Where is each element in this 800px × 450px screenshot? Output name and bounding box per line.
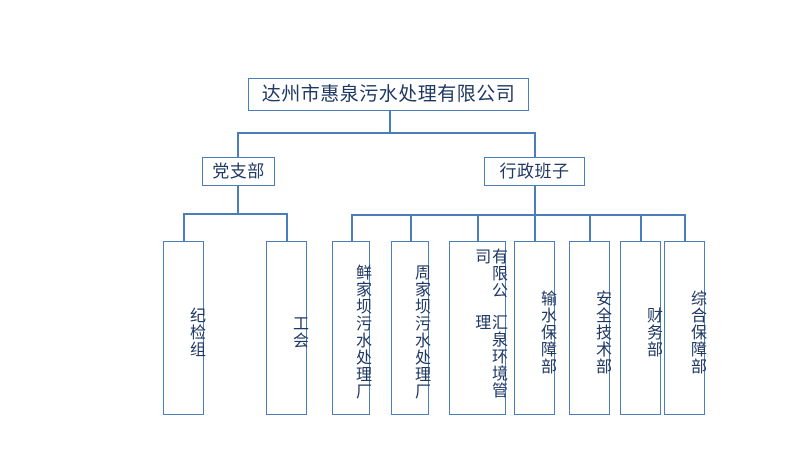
node-general-support-dept[interactable]: 综合保障部: [664, 241, 705, 415]
node-finance-dept[interactable]: 财务部: [620, 241, 661, 415]
node-xianjiaba-plant[interactable]: 鲜家坝污水处理厂: [332, 241, 370, 415]
connector-root-drop: [389, 110, 391, 133]
connector-admin-leaf-7: [684, 214, 686, 241]
connector-admin-leaf-2: [410, 214, 412, 241]
connector-party-leaf-2: [286, 213, 288, 241]
connector-admin-drop: [534, 185, 536, 215]
huiquan-label-col2: 汇泉环境管理: [472, 314, 506, 400]
node-huiquan-environment-company[interactable]: 有限公司汇泉环境管理: [449, 241, 506, 415]
node-company-root[interactable]: 达州市惠泉污水处理有限公司: [248, 78, 529, 111]
connector-admin-leaf-5: [589, 214, 591, 241]
connector-party-leaf-1: [183, 213, 185, 241]
connector-admin-leaf-1: [351, 214, 353, 241]
connector-mid-right-drop: [534, 132, 536, 157]
node-safety-technology-dept[interactable]: 安全技术部: [569, 241, 610, 415]
huiquan-label-col1: 有限公司: [472, 248, 506, 299]
connector-mid-left-drop: [237, 132, 239, 157]
node-zhoujiaba-plant[interactable]: 周家坝污水处理厂: [391, 241, 429, 415]
connector-admin-leaf-6: [640, 214, 642, 241]
connector-party-bus: [183, 213, 288, 215]
node-party-branch[interactable]: 党支部: [202, 157, 275, 186]
connector-party-drop: [237, 185, 239, 214]
connector-mid-bus: [237, 132, 536, 134]
node-labor-union[interactable]: 工会: [266, 241, 307, 415]
node-admin-team[interactable]: 行政班子: [484, 157, 585, 186]
connector-admin-leaf-3: [477, 214, 479, 241]
connector-admin-bus: [351, 214, 685, 216]
node-discipline-inspection-group[interactable]: 纪检组: [163, 241, 204, 415]
connector-admin-leaf-4: [534, 214, 536, 241]
node-water-transmission-dept[interactable]: 输水保障部: [514, 241, 555, 415]
